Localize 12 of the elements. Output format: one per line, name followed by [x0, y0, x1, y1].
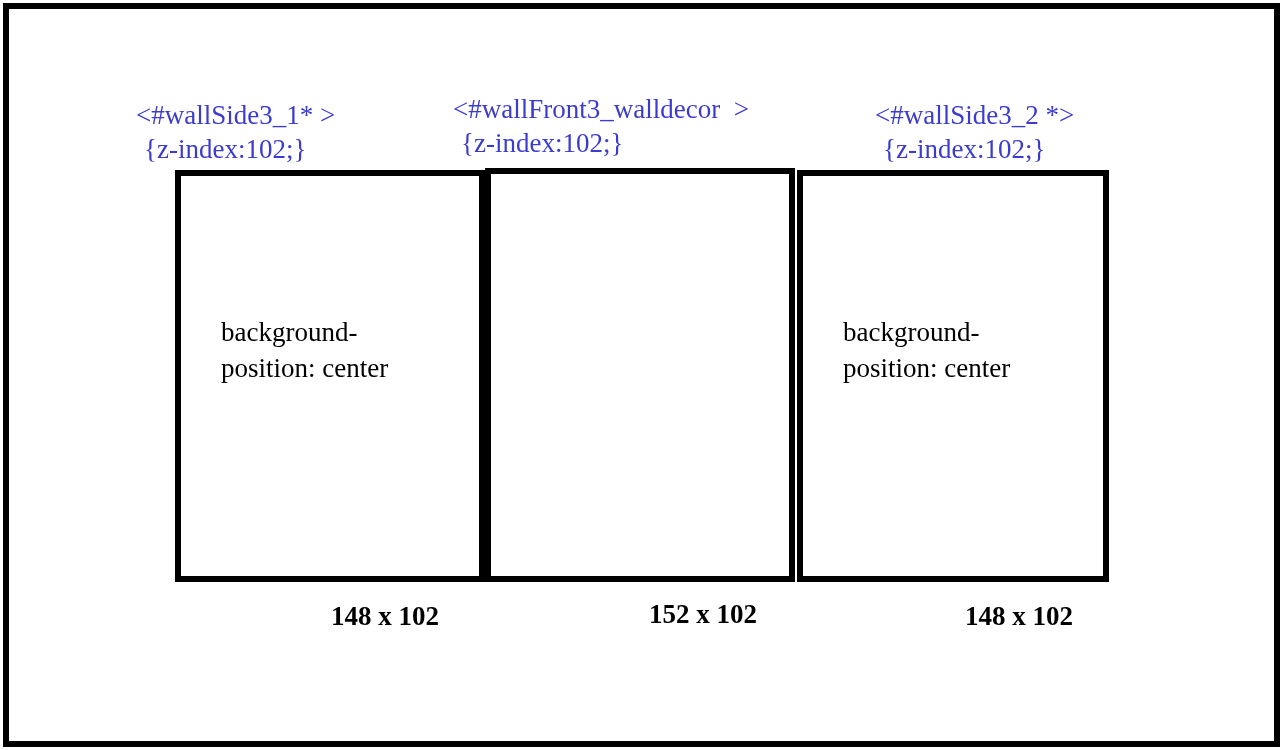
style-label: {z-index:102;}: [883, 133, 1046, 166]
style-label: {z-index:102;}: [144, 133, 307, 166]
panel-text: background-position: center: [221, 316, 390, 385]
size-label: 148 x 102: [965, 601, 1073, 632]
size-label: 152 x 102: [649, 599, 757, 630]
panel-text: background-position: center: [843, 316, 1012, 385]
style-label: {z-index:102;}: [461, 127, 624, 160]
outer-frame: [3, 3, 1280, 747]
size-label: 148 x 102: [331, 601, 439, 632]
selector-label: <#wallFront3_walldecor >: [453, 93, 749, 126]
selector-label: <#wallSide3_2 *>: [875, 99, 1075, 132]
selector-label: <#wallSide3_1* >: [136, 99, 336, 132]
